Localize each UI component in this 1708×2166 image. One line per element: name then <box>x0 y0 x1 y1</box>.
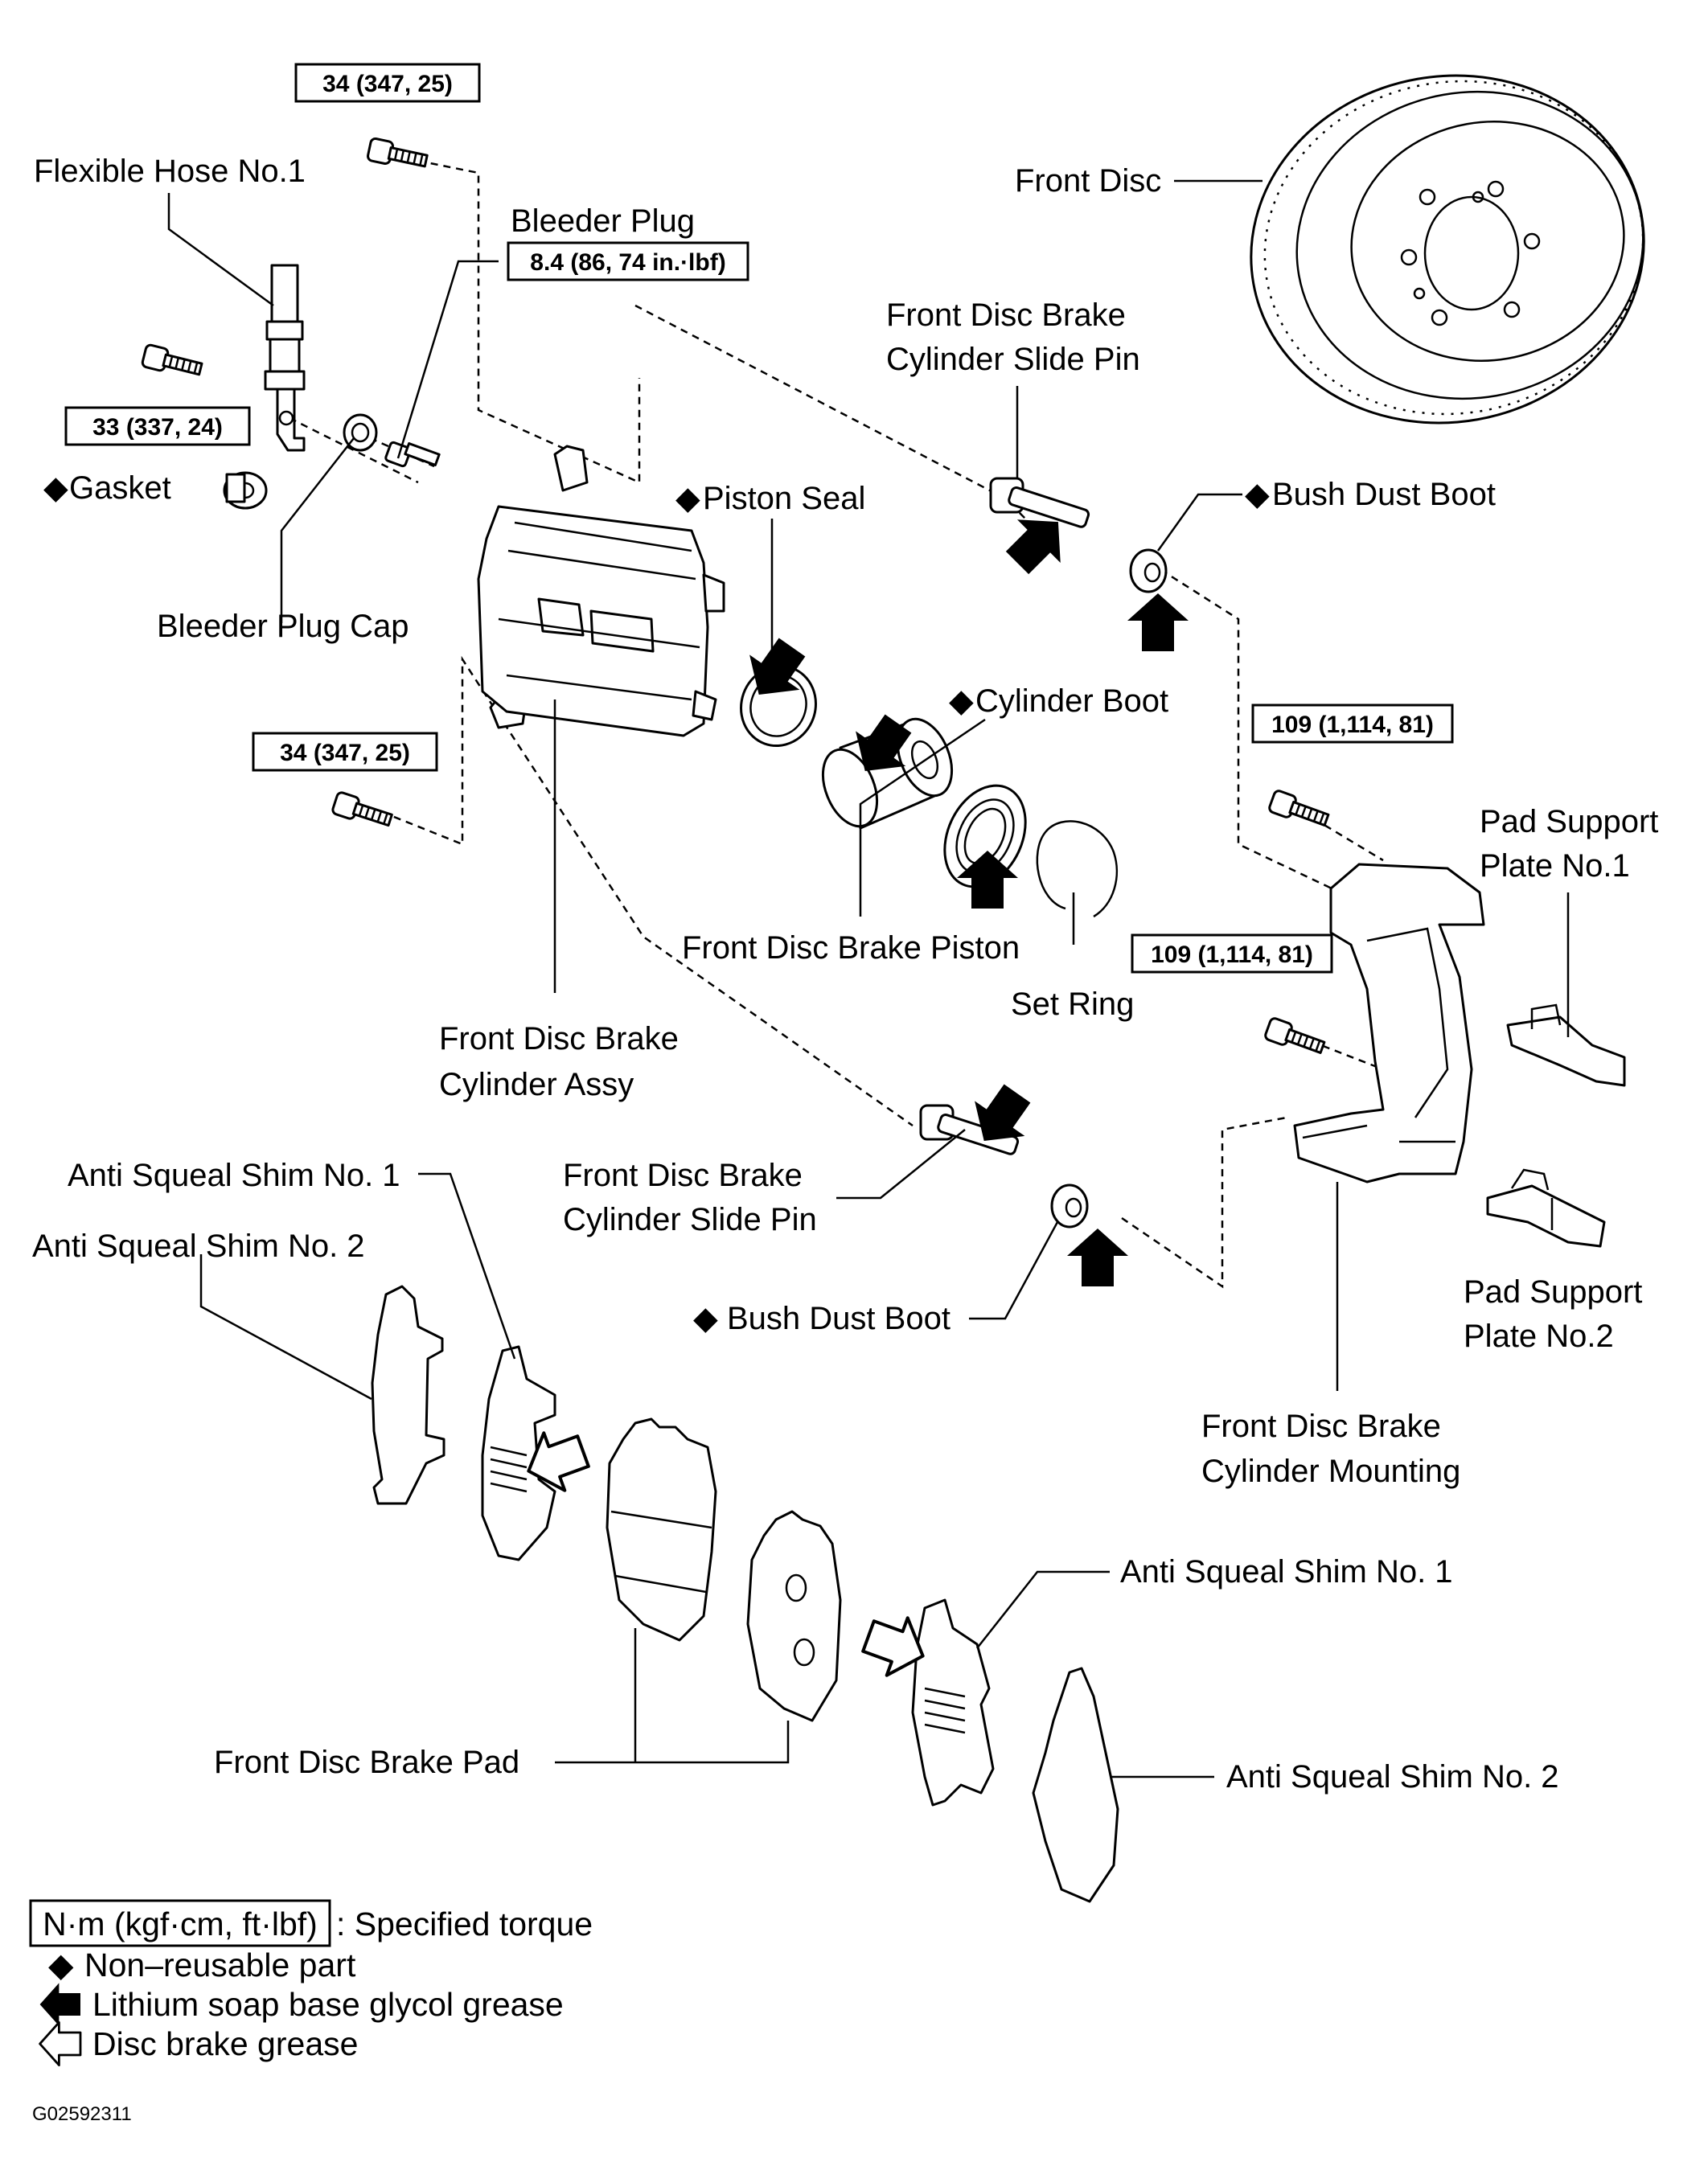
torque-lower-bolt: 34 (347, 25) <box>280 740 410 766</box>
label-flexible-hose: Flexible Hose No.1 <box>34 154 306 189</box>
legend-torque-desc: : Specified torque <box>336 1906 593 1942</box>
disc-brake-grease-arrows <box>516 1421 935 1687</box>
torque-box-top: 34 (347, 25) <box>294 63 481 103</box>
label-piston-seal: Piston Seal <box>703 481 865 516</box>
label-piston-seal-marker: ◆ <box>675 481 700 516</box>
labels: Flexible Hose No.1 Bleeder Plug ◆ Gasket… <box>32 154 1658 1795</box>
slide-pin-upper <box>989 477 1090 528</box>
bush-dust-boot-upper <box>1129 548 1168 593</box>
label-pad-support-1-b: Plate No.1 <box>1480 848 1630 884</box>
label-bleeder-plug-cap: Bleeder Plug Cap <box>157 609 409 644</box>
label-front-disc-brake-piston: Front Disc Brake Piston <box>682 930 1020 966</box>
caliper-top-bolt <box>365 136 430 174</box>
anti-squeal-shim-1-right <box>911 1598 995 1807</box>
label-pad-support-1-a: Pad Support <box>1480 804 1658 839</box>
label-slide-pin-upper-2: Cylinder Slide Pin <box>886 342 1140 377</box>
label-cylinder-assy-2: Cylinder Assy <box>439 1067 634 1102</box>
torque-box-mount-lower: 109 (1,114, 81) <box>1131 933 1333 974</box>
legend-non-reusable-marker: ◆ <box>48 1947 74 1983</box>
label-slide-pin-lower-1: Front Disc Brake <box>563 1158 803 1193</box>
legend-disc-grease-arrow-icon <box>39 2020 82 2067</box>
hose-union-bolt <box>140 343 205 382</box>
torque-hose-bolt: 33 (337, 24) <box>92 414 223 441</box>
front-disc <box>1250 74 1645 425</box>
legend-torque-box <box>29 1899 331 1947</box>
flexible-hose <box>264 264 306 452</box>
label-bush-dust-boot-upper: Bush Dust Boot <box>1272 477 1496 512</box>
label-gasket: Gasket <box>69 470 171 506</box>
label-front-disc-brake-pad: Front Disc Brake Pad <box>214 1745 519 1780</box>
gasket <box>223 471 268 510</box>
label-anti-squeal-1-left: Anti Squeal Shim No. 1 <box>68 1158 400 1193</box>
front-disc-brake-cylinder-mounting <box>1263 788 1485 1184</box>
torque-mount-lower: 109 (1,114, 81) <box>1151 941 1313 968</box>
label-bleeder-plug: Bleeder Plug <box>511 203 695 239</box>
label-slide-pin-upper-1: Front Disc Brake <box>886 297 1126 333</box>
front-disc-brake-piston <box>821 717 954 830</box>
label-cylinder-boot-marker: ◆ <box>949 683 974 719</box>
label-front-disc: Front Disc <box>1015 163 1161 199</box>
label-cylinder-assy-1: Front Disc Brake <box>439 1021 679 1056</box>
pad-support-plate-1 <box>1506 1003 1626 1087</box>
front-disc-brake-cylinder-assy <box>477 445 725 737</box>
figure-id: G02592311 <box>32 2103 132 2125</box>
front-disc-brake-pad-2 <box>746 1510 842 1722</box>
label-anti-squeal-2-right: Anti Squeal Shim No. 2 <box>1226 1759 1559 1795</box>
pad-support-plate-2 <box>1486 1168 1606 1248</box>
label-cylinder-boot: Cylinder Boot <box>975 683 1168 719</box>
mounting-lower-bolt <box>1263 1015 1328 1060</box>
label-anti-squeal-1-right: Anti Squeal Shim No. 1 <box>1120 1554 1453 1590</box>
label-set-ring: Set Ring <box>1011 987 1134 1022</box>
front-disc-brake-pad-1 <box>606 1417 717 1642</box>
label-pad-support-2-b: Plate No.2 <box>1464 1319 1614 1354</box>
mounting-upper-bolt <box>1267 788 1332 832</box>
anti-squeal-shim-2-left <box>371 1285 445 1505</box>
torque-box-bleeder: 8.4 (86, 74 in.·lbf) <box>507 241 749 281</box>
cylinder-boot <box>943 784 1027 888</box>
legend: N·m (kgf·cm, ft·lbf) : Specified torque … <box>29 1899 593 2067</box>
label-bush-dust-boot-upper-marker: ◆ <box>1245 477 1270 512</box>
label-mounting-2: Cylinder Mounting <box>1201 1454 1460 1489</box>
label-slide-pin-lower-2: Cylinder Slide Pin <box>563 1202 817 1237</box>
label-anti-squeal-2-left: Anti Squeal Shim No. 2 <box>32 1229 365 1264</box>
label-bush-dust-boot-lower: Bush Dust Boot <box>727 1301 950 1336</box>
torque-bleeder-plug: 8.4 (86, 74 in.·lbf) <box>530 249 725 276</box>
alignment-lines <box>289 159 1392 1289</box>
bush-dust-boot-lower <box>1050 1184 1089 1229</box>
torque-mount-upper: 109 (1,114, 81) <box>1271 712 1434 738</box>
torque-box-hose: 33 (337, 24) <box>64 406 251 446</box>
anti-squeal-shim-1-left <box>481 1345 556 1561</box>
legend-lithium-arrow-icon <box>39 1983 80 2026</box>
anti-squeal-shim-2-right <box>1032 1667 1119 1903</box>
slide-pin-lower <box>919 1104 1020 1155</box>
torque-box-mount-upper: 109 (1,114, 81) <box>1251 704 1454 744</box>
caliper-lower-bolt <box>330 790 395 832</box>
torque-box-lower: 34 (347, 25) <box>252 732 438 772</box>
bleeder-plug <box>384 441 441 468</box>
set-ring <box>1036 820 1118 918</box>
legend-lithium: Lithium soap base glycol grease <box>92 1986 564 2023</box>
torque-top-bolt: 34 (347, 25) <box>322 71 453 97</box>
legend-non-reusable: Non–reusable part <box>84 1947 356 1983</box>
label-bush-dust-boot-lower-marker: ◆ <box>693 1301 718 1336</box>
label-pad-support-2-a: Pad Support <box>1464 1274 1642 1310</box>
legend-disc-grease: Disc brake grease <box>92 2025 358 2062</box>
leader-lines <box>167 179 1570 1778</box>
label-gasket-marker: ◆ <box>43 470 68 506</box>
legend-torque-unit: N·m (kgf·cm, ft·lbf) <box>43 1906 318 1942</box>
label-mounting-1: Front Disc Brake <box>1201 1409 1441 1444</box>
